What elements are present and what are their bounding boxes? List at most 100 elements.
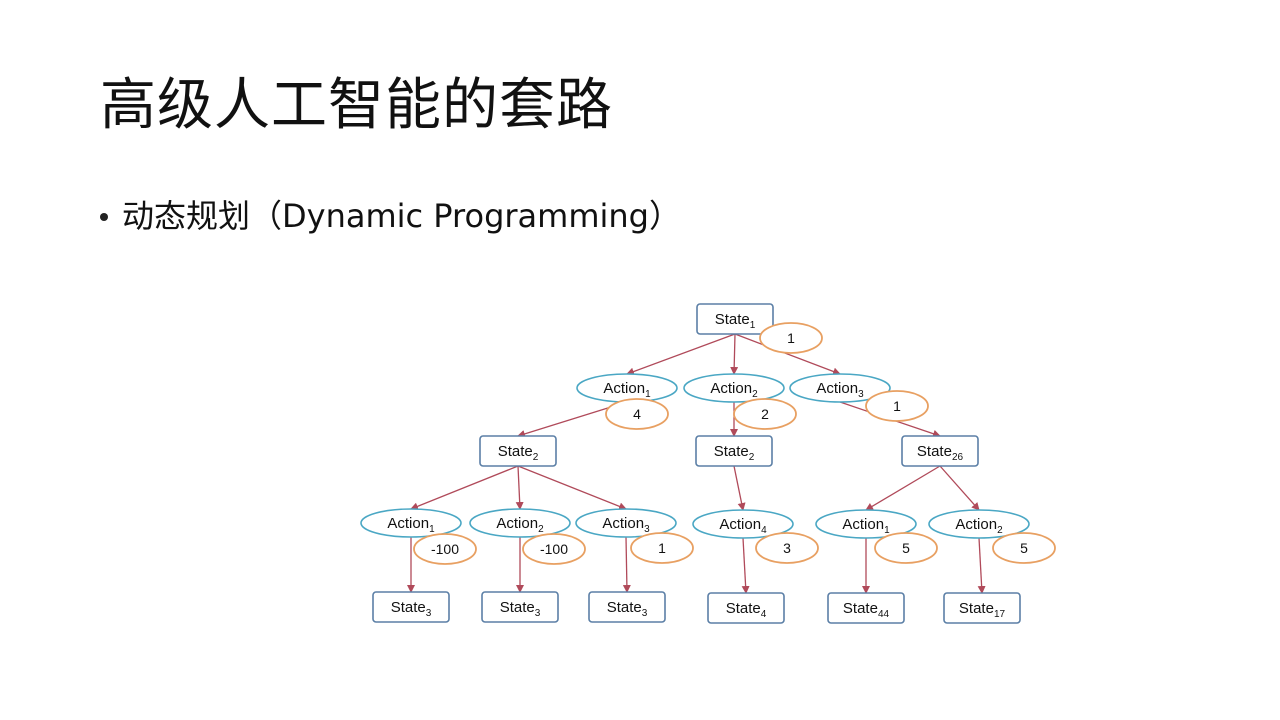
- node-label: Action2: [710, 380, 758, 400]
- bullet-text: 动态规划（Dynamic Programming）: [122, 197, 681, 235]
- reward-ellipse: [522, 533, 586, 565]
- edge-s2a-a1b: [410, 465, 519, 511]
- reward-ellipse: [865, 390, 929, 422]
- state-node: State2: [479, 435, 557, 467]
- state-box: [481, 591, 559, 623]
- reward-ellipse: [605, 398, 669, 430]
- state-box: [695, 435, 773, 467]
- state-node: State4: [707, 592, 785, 624]
- reward-badge: 4: [605, 398, 669, 430]
- bullet-dot-icon: [100, 213, 108, 221]
- edge-s1-a1: [626, 333, 736, 376]
- node-label: State44: [843, 600, 890, 620]
- reward-badge: 1: [865, 390, 929, 422]
- state-node: State2: [695, 435, 773, 467]
- action-node: Action3: [789, 373, 891, 403]
- edge-a2c-s17: [977, 537, 986, 594]
- reward-ellipse: [759, 322, 823, 354]
- reward-ellipse: [992, 532, 1056, 564]
- edge-s1-a3: [734, 333, 841, 376]
- action-node: Action2: [469, 508, 571, 538]
- state-box: [696, 303, 774, 335]
- node-label: State3: [607, 599, 648, 619]
- node-label: Action3: [816, 380, 864, 400]
- reward-value: 1: [787, 330, 795, 346]
- action-node: Action1: [815, 509, 917, 539]
- reward-value: 1: [893, 398, 901, 414]
- state-box: [479, 435, 557, 467]
- reward-value: 2: [761, 406, 769, 422]
- action-node: Action4: [692, 509, 794, 539]
- node-label: State3: [500, 599, 541, 619]
- node-label: State4: [726, 600, 767, 620]
- node-label: Action1: [387, 515, 435, 535]
- node-label: Action2: [496, 515, 544, 535]
- reward-badge: 5: [874, 532, 938, 564]
- action-ellipse: [469, 508, 571, 538]
- node-label: State3: [391, 599, 432, 619]
- action-ellipse: [360, 508, 462, 538]
- node-label: Action1: [842, 516, 890, 536]
- node-label: State1: [715, 311, 756, 331]
- state-box: [901, 435, 979, 467]
- action-ellipse: [683, 373, 785, 403]
- edge-a4-s4: [741, 537, 750, 594]
- edges-layer: [407, 333, 986, 594]
- edge-s26-a1c: [865, 465, 941, 511]
- state-node: State44: [827, 592, 905, 624]
- reward-ellipse: [413, 533, 477, 565]
- reward-ellipse: [733, 398, 797, 430]
- bullet-item: 动态规划（Dynamic Programming）: [100, 192, 681, 240]
- reward-value: 5: [902, 540, 910, 556]
- state-node: State1: [696, 303, 774, 335]
- state-node: State3: [481, 591, 559, 623]
- node-label: Action3: [602, 515, 650, 535]
- node-label: State2: [498, 443, 539, 463]
- edge-s2b-a4: [733, 465, 746, 511]
- state-box: [372, 591, 450, 623]
- node-label: State2: [714, 443, 755, 463]
- reward-ellipse: [755, 532, 819, 564]
- action-ellipse: [692, 509, 794, 539]
- reward-badge: 1: [759, 322, 823, 354]
- slide-title: 高级人工智能的套路: [100, 73, 613, 138]
- edge-s26-a2c: [939, 465, 980, 511]
- reward-value: -100: [431, 541, 459, 557]
- action-ellipse: [575, 508, 677, 538]
- edge-s2a-a2b: [515, 465, 524, 510]
- reward-value: -100: [540, 541, 568, 557]
- action-node: Action2: [928, 509, 1030, 539]
- reward-value: 3: [783, 540, 791, 556]
- action-node: Action2: [683, 373, 785, 403]
- action-node: Action1: [360, 508, 462, 538]
- reward-badge: 2: [733, 398, 797, 430]
- reward-value: 5: [1020, 540, 1028, 556]
- reward-badge: 3: [755, 532, 819, 564]
- node-label: Action1: [603, 380, 651, 400]
- node-label: State26: [917, 443, 964, 463]
- reward-value: 1: [658, 540, 666, 556]
- state-node: State3: [372, 591, 450, 623]
- state-box: [707, 592, 785, 624]
- action-node: Action1: [576, 373, 678, 403]
- node-label: State17: [959, 600, 1006, 620]
- state-box: [943, 592, 1021, 624]
- reward-badge: 1: [630, 532, 694, 564]
- reward-ellipse: [630, 532, 694, 564]
- rewards-layer: 1 4 2 1 -100 -100 1 3 5 5: [413, 322, 1056, 565]
- reward-badge: 5: [992, 532, 1056, 564]
- reward-badge: -100: [522, 533, 586, 565]
- state-box: [588, 591, 666, 623]
- edge-s1-a2: [730, 333, 739, 375]
- node-label: Action2: [955, 516, 1003, 536]
- action-ellipse: [789, 373, 891, 403]
- edge-s2a-a3b: [517, 465, 627, 511]
- state-node: State3: [588, 591, 666, 623]
- state-node: State26: [901, 435, 979, 467]
- edge-a3b-s3c: [622, 536, 631, 593]
- action-node: Action3: [575, 508, 677, 538]
- state-box: [827, 592, 905, 624]
